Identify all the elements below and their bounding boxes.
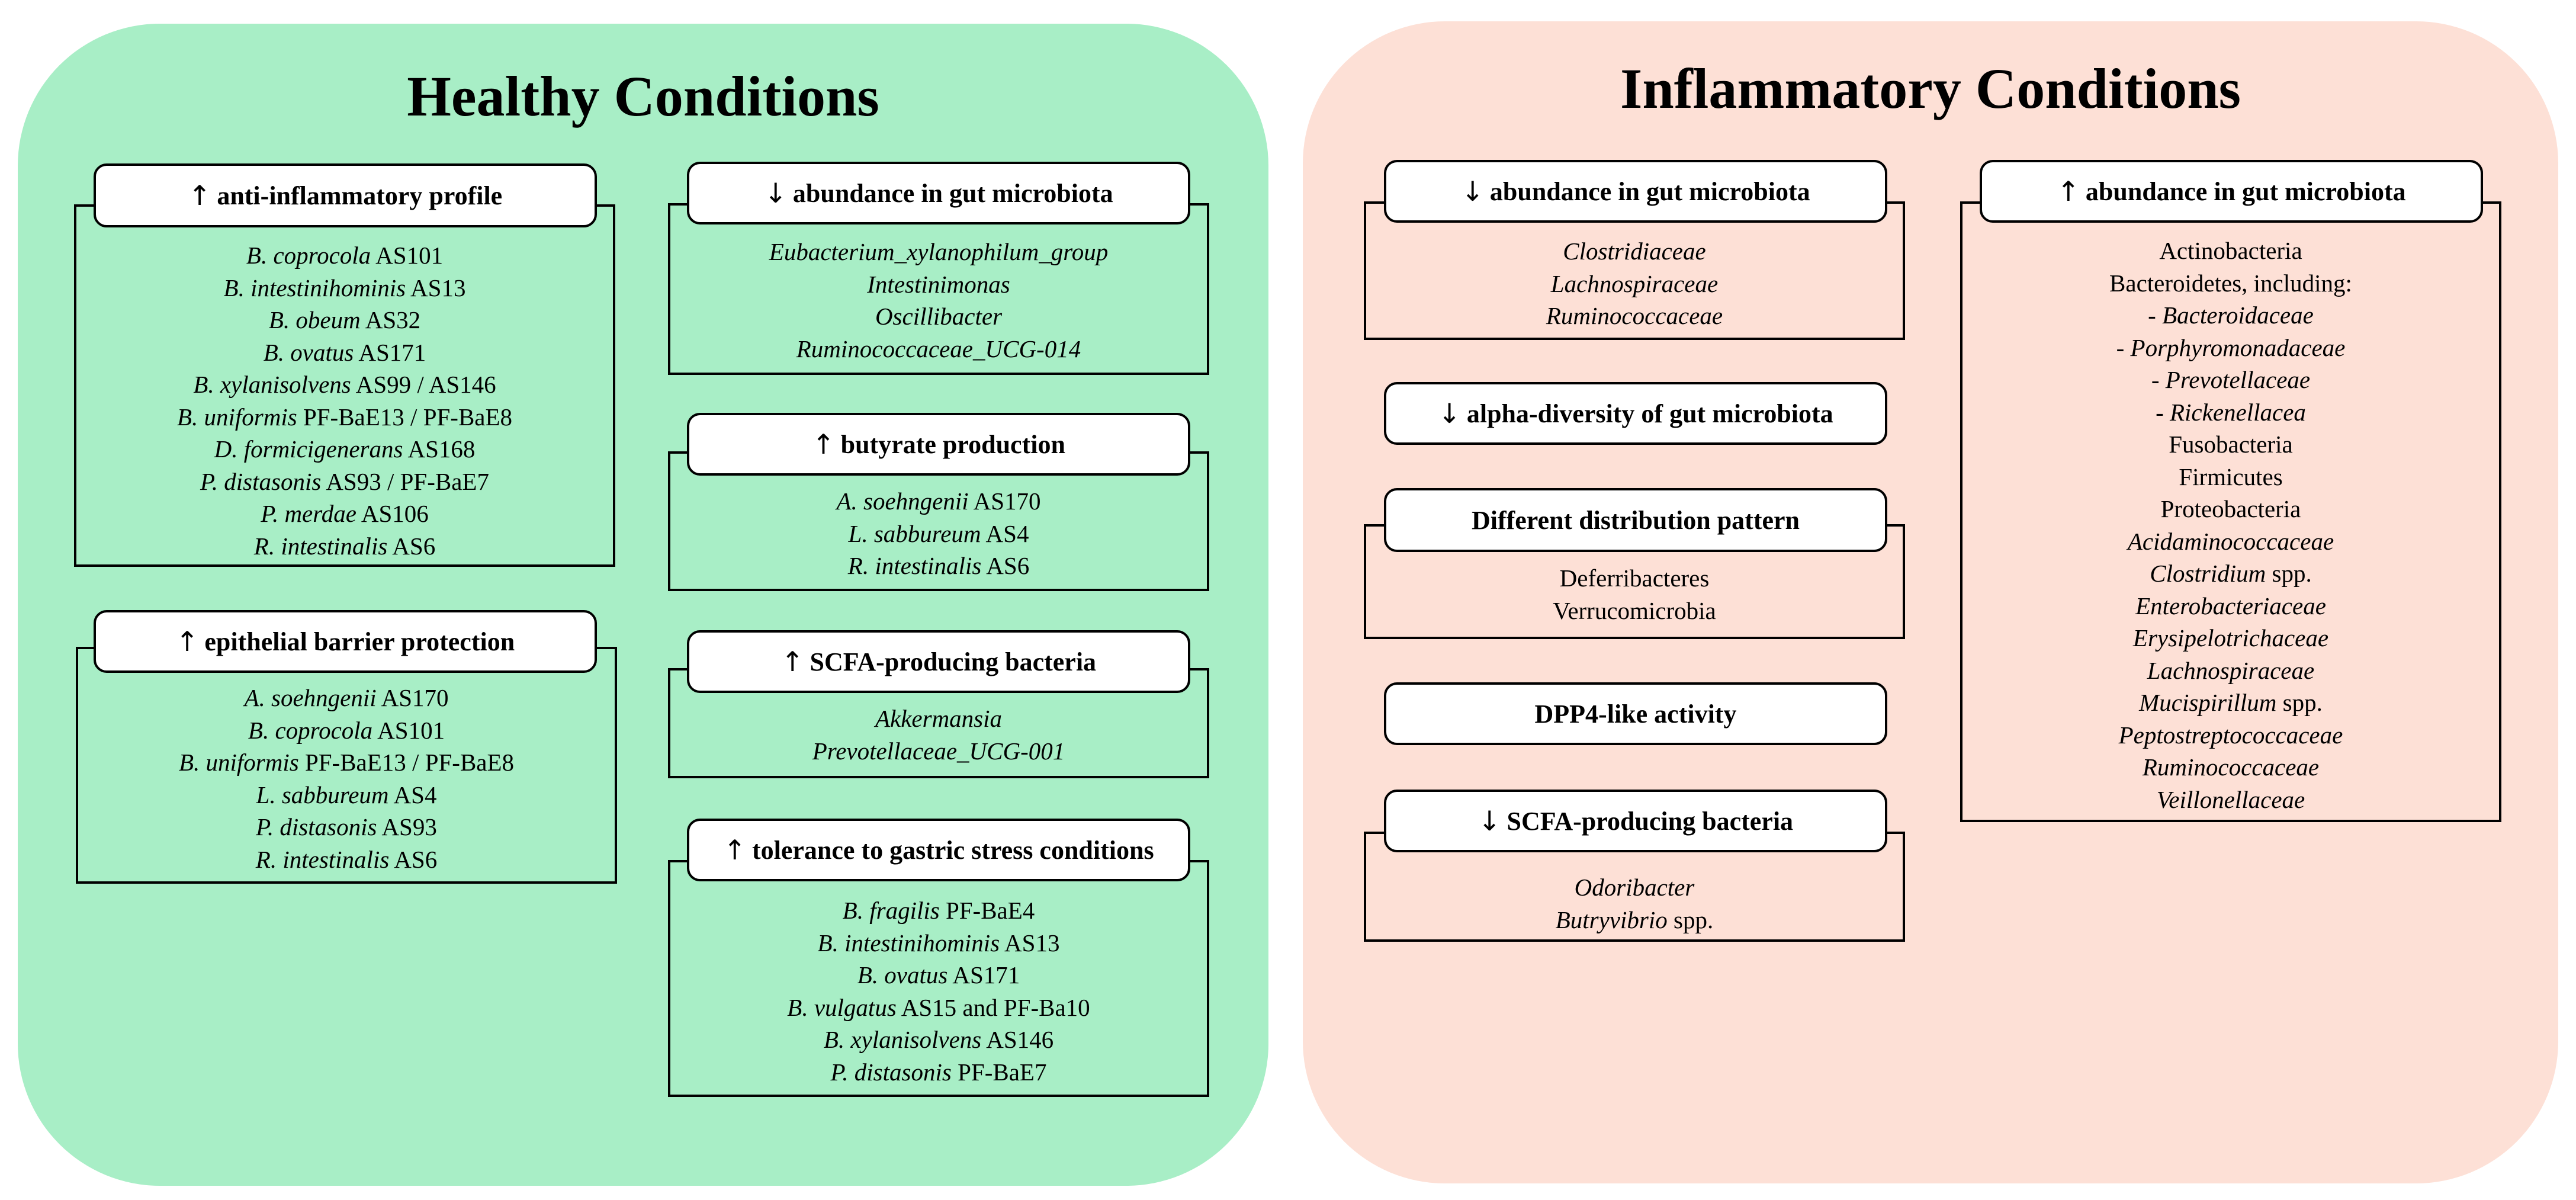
list-item: Prevotellaceae_UCG-001: [812, 737, 1065, 765]
list-item: B. intestinihominis AS13: [223, 274, 466, 301]
list-item: Clostridium spp.: [2150, 560, 2312, 587]
list-item: - Porphyromonadaceae: [2116, 333, 2346, 361]
anti-inflammatory-species-list: B. coprocola AS101 B. intestinihominis AS…: [76, 239, 613, 562]
up-arrow-icon: ↑: [780, 646, 804, 678]
header-epithelial-barrier-protection: ↑epithelial barrier protection: [94, 610, 597, 673]
list-item: B. ovatus AS171: [857, 961, 1020, 989]
header-decreased-abundance-healthy: ↓abundance in gut microbiota: [687, 162, 1190, 224]
down-arrow-icon: ↓: [1438, 397, 1461, 429]
list-item: P. distasonis PF-BaE7: [830, 1058, 1047, 1086]
list-item: Enterobacteriaceae: [2135, 592, 2326, 620]
list-item: Bacteroidetes, including:: [2109, 269, 2352, 297]
box-anti-inflammatory-profile: B. coprocola AS101 B. intestinihominis AS…: [74, 204, 615, 567]
header-different-distribution-pattern: Different distribution pattern: [1384, 488, 1887, 552]
down-arrow-icon: ↓: [1461, 175, 1484, 207]
list-item: R. intestinalis AS6: [255, 845, 438, 873]
list-item: - Bacteroidaceae: [2148, 301, 2314, 329]
header-butyrate-production: ↑butyrate production: [687, 413, 1190, 476]
list-item: B. fragilis PF-BaE4: [842, 897, 1035, 924]
up-arrow-icon: ↑: [2057, 175, 2080, 207]
inflammatory-panel-title: Inflammatory Conditions: [1620, 57, 2241, 120]
list-item: A. soehngenii AS170: [244, 684, 449, 711]
list-item: - Rickenellacea: [2156, 398, 2306, 426]
header-scfa-producing-inflammatory: ↓SCFA-producing bacteria: [1384, 790, 1887, 852]
list-item: Ruminococcaceae: [2142, 753, 2320, 781]
list-item: Deferribacteres: [1559, 564, 1710, 592]
header-anti-inflammatory-profile: ↑anti-inflammatory profile: [94, 163, 597, 227]
list-item: Acidaminococcaceae: [2127, 527, 2334, 555]
list-item: Akkermansia: [875, 705, 1003, 732]
down-arrow-icon: ↓: [764, 177, 787, 209]
up-arrow-icon: ↑: [723, 834, 746, 866]
header-dpp4-like-activity: DPP4-like activity: [1384, 682, 1887, 745]
list-item: Clostridiaceae: [1563, 238, 1706, 265]
list-item: Veillonellaceae: [2156, 785, 2305, 813]
list-item: B. uniformis PF-BaE13 / PF-BaE8: [178, 749, 515, 776]
list-item: B. vulgatus AS15 and PF-Ba10: [787, 993, 1090, 1021]
list-item: L. sabbureum AS4: [848, 519, 1029, 547]
healthy-panel-title: Healthy Conditions: [407, 65, 879, 128]
list-item: B. obeum AS32: [268, 306, 421, 333]
up-arrow-icon: ↑: [175, 625, 199, 657]
epithelial-species-list: A. soehngenii AS170 B. coprocola AS101 B. …: [78, 682, 615, 875]
list-item: B. coprocola AS101: [248, 716, 445, 744]
up-arrow-icon: ↑: [188, 179, 211, 211]
list-item: Ruminococcaceae_UCG-014: [796, 335, 1081, 362]
list-item: B. intestinihominis AS13: [817, 929, 1060, 957]
gastric-tolerance-species-list: B. fragilis PF-BaE4 B. intestinihominis A…: [670, 894, 1207, 1088]
list-item: B. ovatus AS171: [263, 338, 426, 366]
header-increased-abundance-inflammatory: ↑abundance in gut microbiota: [1980, 160, 2483, 223]
list-item: Lachnospiraceae: [2147, 656, 2315, 684]
list-item: R. intestinalis AS6: [847, 552, 1030, 579]
list-item: B. xylanisolvens AS146: [823, 1026, 1054, 1053]
list-item: Fusobacteria: [2169, 431, 2293, 458]
list-item: Proteobacteria: [2160, 495, 2301, 522]
list-item: Ruminococcaceae: [1546, 302, 1723, 329]
header-gastric-stress-tolerance: ↑tolerance to gastric stress conditions: [687, 819, 1190, 881]
list-item: Peptostreptococcaceae: [2118, 721, 2343, 749]
list-item: A. soehngenii AS170: [836, 487, 1041, 515]
list-item: R. intestinalis AS6: [253, 532, 436, 560]
list-item: P. merdae AS106: [261, 500, 429, 527]
list-item: Mucispirillum spp.: [2139, 689, 2323, 716]
list-item: Odoribacter: [1574, 874, 1695, 901]
list-item: Firmicutes: [2179, 463, 2283, 490]
box-epithelial-barrier-protection: A. soehngenii AS170 B. coprocola AS101 B. …: [76, 647, 617, 884]
list-item: Verrucomicrobia: [1553, 596, 1716, 624]
list-item: Erysipelotrichaceae: [2132, 624, 2329, 652]
box-gastric-stress-tolerance: B. fragilis PF-BaE4 B. intestinihominis A…: [668, 860, 1209, 1097]
down-arrow-icon: ↓: [1477, 805, 1501, 837]
butyrate-species-list: A. soehngenii AS170 L. sabbureum AS4 R. in…: [670, 485, 1207, 582]
header-alpha-diversity: ↓alpha-diversity of gut microbiota: [1384, 382, 1887, 445]
list-item: Butryvibrio spp.: [1555, 906, 1714, 933]
list-item: Lachnospiraceae: [1550, 269, 1719, 297]
up-arrow-icon: ↑: [812, 428, 835, 460]
list-item: B. xylanisolvens AS99 / AS146: [193, 371, 496, 398]
list-item: Actinobacteria: [2159, 237, 2302, 264]
list-item: B. uniformis PF-BaE13 / PF-BaE8: [176, 403, 513, 431]
header-scfa-producing-healthy: ↑SCFA-producing bacteria: [687, 630, 1190, 693]
list-item: Oscillibacter: [875, 303, 1003, 330]
list-item: L. sabbureum AS4: [256, 781, 437, 808]
list-item: D. formicigenerans AS168: [214, 435, 476, 463]
list-item: B. coprocola AS101: [246, 242, 444, 269]
list-item: - Prevotellaceae: [2151, 366, 2311, 393]
list-item: P. distasonis AS93 / PF-BaE7: [200, 467, 489, 495]
list-item: P. distasonis AS93: [256, 813, 437, 840]
header-decreased-abundance-inflammatory: ↓abundance in gut microbiota: [1384, 160, 1887, 223]
list-item: Intestinimonas: [867, 270, 1010, 298]
list-item: Eubacterium_xylanophilum_group: [769, 238, 1109, 265]
